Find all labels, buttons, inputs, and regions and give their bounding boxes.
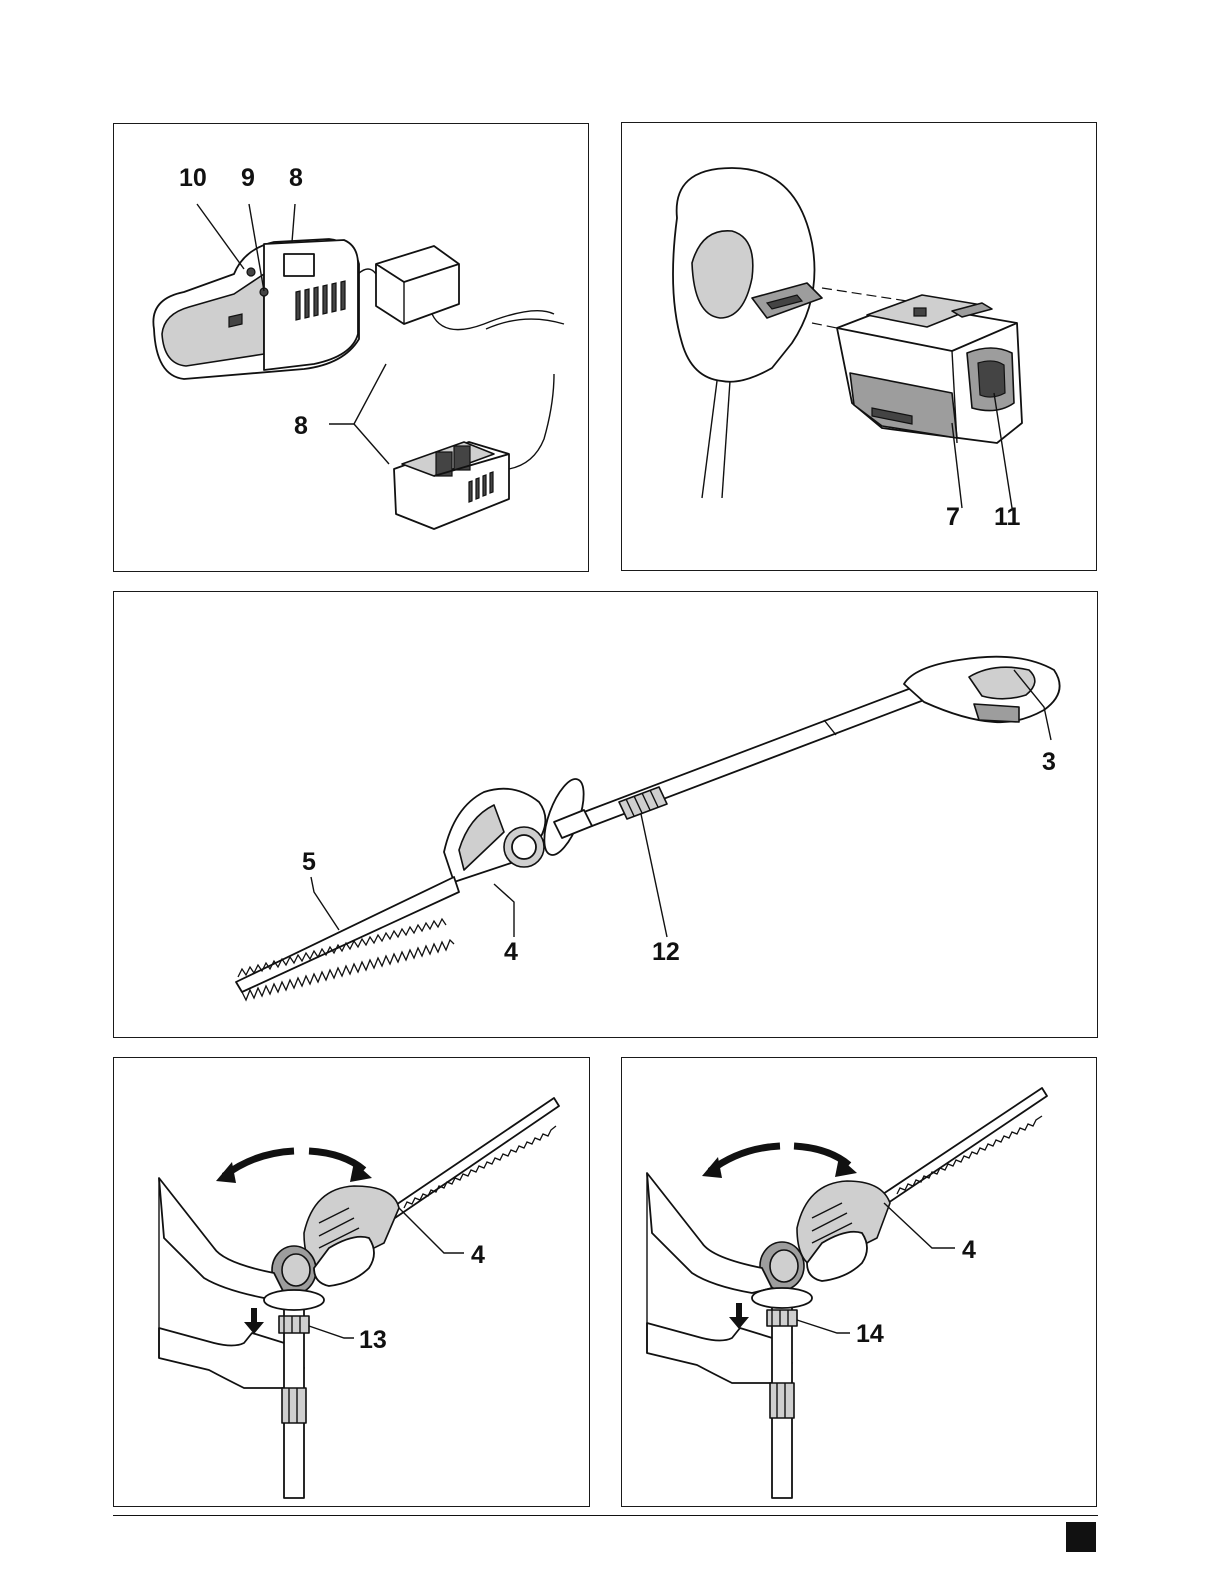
callout-10: 10 [179,164,207,192]
callout-8: 8 [289,164,303,192]
callout-4: 4 [962,1236,976,1264]
charger-plug-adapter [376,246,564,330]
trimmer-blade [877,1088,1047,1205]
callout-4: 4 [504,938,518,966]
pole-trimmer-illustration: 5 4 12 3 [114,592,1099,1039]
rear-handle [904,657,1060,723]
footer-rule [113,1515,1098,1516]
callout-11: 11 [994,503,1021,531]
figure-tool-panel: 5 4 12 3 [113,591,1098,1038]
battery-illustration: 7 11 [622,123,1098,572]
trimmer-blade [236,877,459,1000]
telescopic-pole [584,687,924,826]
callout-13: 13 [359,1326,387,1354]
callout-5: 5 [302,848,316,876]
callout-7: 7 [946,503,960,531]
rotate-head-illustration-13: 4 13 [114,1058,591,1508]
callout-14: 14 [856,1320,884,1348]
handle-loop [673,168,822,498]
page-marker-square [1066,1522,1096,1552]
cutter-head [444,774,592,882]
battery-pack [837,295,1022,443]
callout-12: 12 [652,938,680,966]
pole-collar [264,1290,324,1498]
callout-4: 4 [471,1241,485,1269]
callout-8-lower: 8 [294,412,308,440]
figure-rotate-head-left-panel: 4 13 [113,1057,590,1507]
charger-base-alt [394,374,554,529]
callout-3: 3 [1042,748,1056,776]
rotate-head-illustration-14: 4 14 [622,1058,1098,1508]
figure-battery-panel: 7 11 [621,122,1097,571]
callout-9: 9 [241,164,255,192]
charger-illustration: 10 9 8 8 [114,124,590,573]
figure-charger-panel: 10 9 8 8 [113,123,589,572]
figure-rotate-head-right-panel: 4 14 [621,1057,1097,1507]
charger-base [153,239,376,379]
pole-collar [752,1288,812,1498]
trimmer-blade [384,1098,559,1220]
